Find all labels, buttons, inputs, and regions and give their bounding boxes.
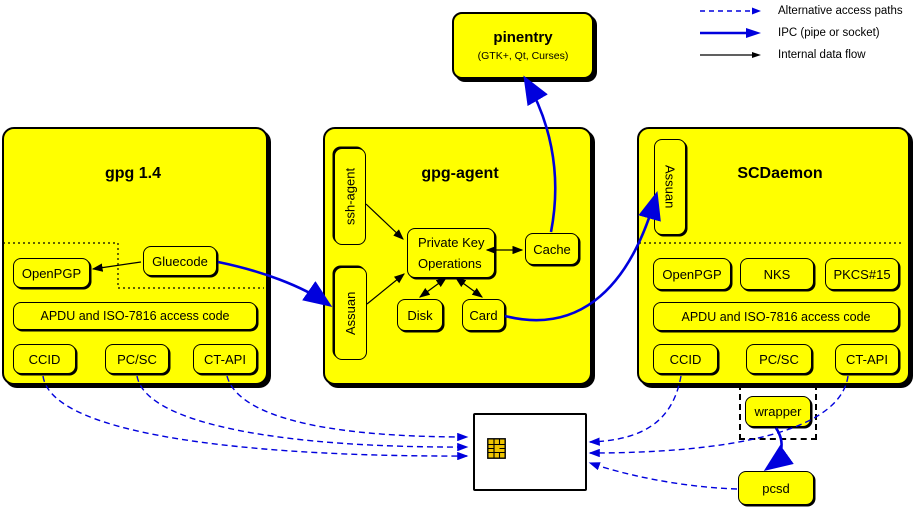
legend-row-alternative: Alternative access paths [698,0,903,22]
gpgagent-assuan-box: Assuan [334,267,367,360]
smartcard [473,413,587,491]
alt-gpg14-ccid-to-card [42,375,469,461]
pinentry-title: pinentry [493,29,553,46]
scdaemon-apdu-box: APDU and ISO-7816 access code [653,302,899,331]
gpg14-openpgp-box: OpenPGP [13,258,90,288]
gpg14-ccid-box: CCID [13,344,76,374]
pko-line2: Operations [418,256,482,271]
alt-pcsd-to-card [588,462,738,490]
gpg14-apdu-box: APDU and ISO-7816 access code [13,302,257,330]
alt-gpg14-pcsc-to-card [136,375,469,452]
scdaemon-pcsc-box: PC/SC [746,344,812,374]
scdaemon-nks-box: NKS [740,258,814,290]
black-arrow-icon [700,52,761,58]
dashed-blue-arrow-icon [700,7,761,15]
alt-scdaemon-ccid-to-card [588,375,682,446]
chip-icon [487,438,506,459]
wrapper-box: wrapper [745,396,811,427]
gpg14-ctapi-box: CT-API [193,344,257,374]
gpg14-pcsc-box: PC/SC [105,344,169,374]
scdaemon-ctapi-box: CT-API [835,344,899,374]
pko-line1: Private Key [418,235,485,250]
scdaemon-assuan-box: Assuan [654,139,686,235]
thick-blue-arrow-icon [700,28,761,38]
legend-row-internal: Internal data flow [698,44,903,66]
gpgagent-disk-box: Disk [397,299,443,331]
gpg14-gluecode-box: Gluecode [143,246,217,276]
scdaemon-openpgp-box: OpenPGP [653,258,731,290]
legend: Alternative access paths IPC (pipe or so… [698,0,903,66]
gpgagent-cache-box: Cache [525,233,579,265]
legend-row-ipc: IPC (pipe or socket) [698,22,903,44]
scdaemon-box [637,127,910,385]
gpgagent-title: gpg-agent [421,165,499,182]
scdaemon-pkcs15-box: PKCS#15 [825,258,899,290]
pinentry-subtitle: (GTK+, Qt, Curses) [477,50,569,62]
pinentry-box: pinentry (GTK+, Qt, Curses) [452,12,594,79]
pcsd-box: pcsd [738,471,814,505]
scdaemon-title: SCDaemon [737,165,823,182]
scdaemon-ccid-box: CCID [653,344,718,374]
legend-label: Alternative access paths [778,5,903,17]
legend-label: Internal data flow [778,49,866,61]
gpgagent-card-box: Card [462,299,505,331]
gpgagent-private-key-operations-box: Private Key Operations [407,228,495,278]
gpgagent-sshagent-box: ssh-agent [334,148,366,245]
legend-label: IPC (pipe or socket) [778,27,880,39]
gpg14-title: gpg 1.4 [104,165,161,182]
alt-gpg14-ctapi-to-card [226,375,469,442]
